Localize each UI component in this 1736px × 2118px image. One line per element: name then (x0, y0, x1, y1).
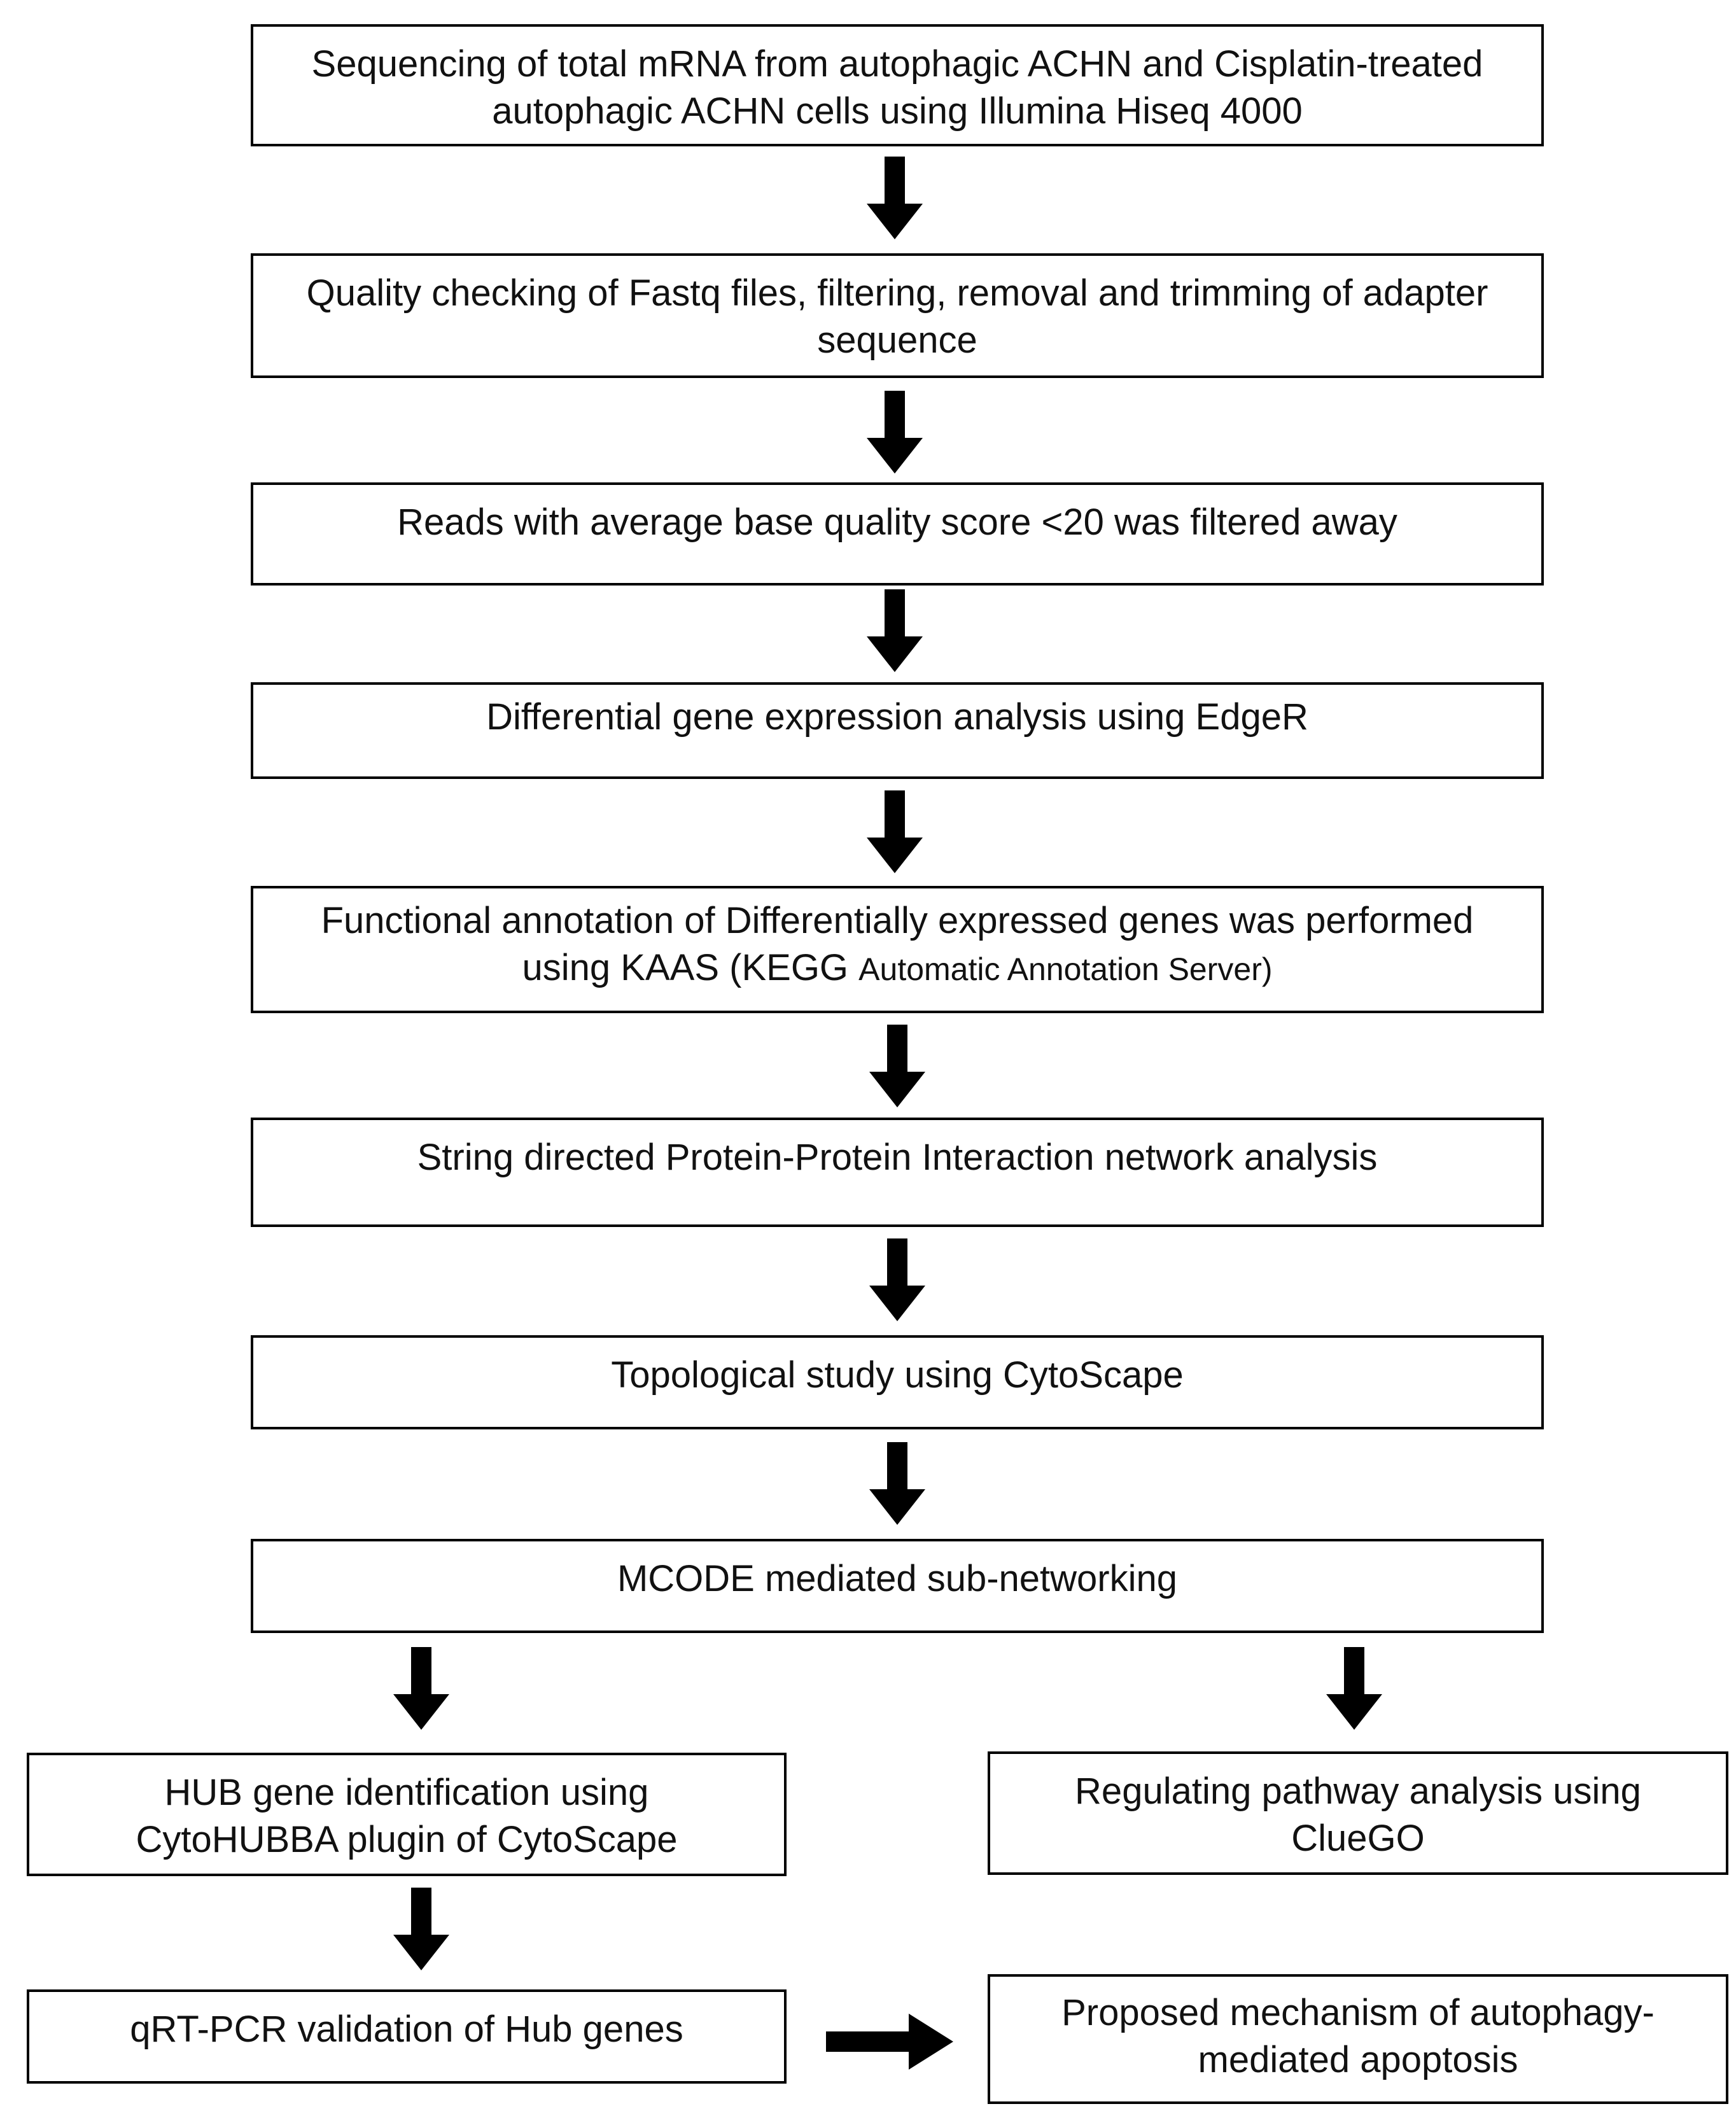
step-functional-annotation-line-2-main: using KAAS (KEGG (522, 947, 859, 988)
step-qrt-pcr-validation-line-1: qRT-PCR validation of Hub genes (130, 2009, 683, 2050)
step-mcode-subnetworking: MCODE mediated sub-networking (251, 1539, 1544, 1633)
step-quality-checking-line-1: Quality checking of Fastq files, filteri… (306, 272, 1488, 314)
down-arrow-6 (869, 1238, 925, 1321)
down-arrow-7 (869, 1442, 925, 1525)
step-sequencing-line-1: Sequencing of total mRNA from autophagic… (311, 43, 1483, 85)
down-arrow-3 (867, 589, 923, 672)
down-arrow-5 (869, 1025, 925, 1107)
step-proposed-mechanism-line-2: mediated apoptosis (1198, 2039, 1518, 2080)
step-differential-expression-line-1: Differential gene expression analysis us… (486, 696, 1308, 738)
step-proposed-mechanism: Proposed mechanism of autophagy- mediate… (988, 1974, 1728, 2104)
step-ppi-network: String directed Protein-Protein Interact… (251, 1118, 1544, 1227)
step-pathway-analysis-line-1: Regulating pathway analysis using (1075, 1771, 1641, 1812)
step-proposed-mechanism-line-1: Proposed mechanism of autophagy- (1061, 1992, 1655, 2033)
step-hub-gene-identification-line-1: HUB gene identification using (164, 1772, 649, 1813)
step-quality-checking-line-2: sequence (817, 319, 977, 361)
right-arrow-qrtpcr-to-mechanism (826, 2014, 953, 2070)
step-qrt-pcr-validation: qRT-PCR validation of Hub genes (27, 1989, 787, 2084)
step-functional-annotation-line-2: using KAAS (KEGG Automatic Annotation Se… (522, 944, 1273, 993)
step-functional-annotation-line-1: Functional annotation of Differentially … (321, 900, 1474, 941)
down-arrow-4 (867, 790, 923, 873)
step-topological-study-line-1: Topological study using CytoScape (611, 1354, 1184, 1396)
step-topological-study: Topological study using CytoScape (251, 1335, 1544, 1429)
down-arrow-1 (867, 157, 923, 239)
step-mcode-subnetworking-line-1: MCODE mediated sub-networking (617, 1558, 1178, 1599)
step-quality-checking: Quality checking of Fastq files, filteri… (251, 253, 1544, 378)
step-functional-annotation-line-2-small: Automatic Annotation Server) (858, 951, 1273, 987)
step-pathway-analysis: Regulating pathway analysis using ClueGO (988, 1751, 1728, 1875)
step-hub-gene-identification: HUB gene identification using CytoHUBBA … (27, 1753, 787, 1876)
down-arrow-hub-to-qrtpcr (393, 1888, 449, 1970)
step-ppi-network-line-1: String directed Protein-Protein Interact… (417, 1137, 1378, 1178)
step-read-filtering: Reads with average base quality score <2… (251, 482, 1544, 586)
step-hub-gene-identification-line-2: CytoHUBBA plugin of CytoScape (136, 1819, 678, 1860)
step-read-filtering-line-1: Reads with average base quality score <2… (397, 501, 1397, 543)
step-differential-expression: Differential gene expression analysis us… (251, 682, 1544, 779)
down-arrow-right-branch (1326, 1647, 1382, 1730)
step-functional-annotation: Functional annotation of Differentially … (251, 886, 1544, 1013)
down-arrow-2 (867, 391, 923, 473)
step-sequencing-line-2: autophagic ACHN cells using Illumina His… (492, 90, 1303, 132)
down-arrow-left-branch (393, 1647, 449, 1730)
step-pathway-analysis-line-2: ClueGO (1291, 1818, 1425, 1859)
step-sequencing: Sequencing of total mRNA from autophagic… (251, 24, 1544, 146)
